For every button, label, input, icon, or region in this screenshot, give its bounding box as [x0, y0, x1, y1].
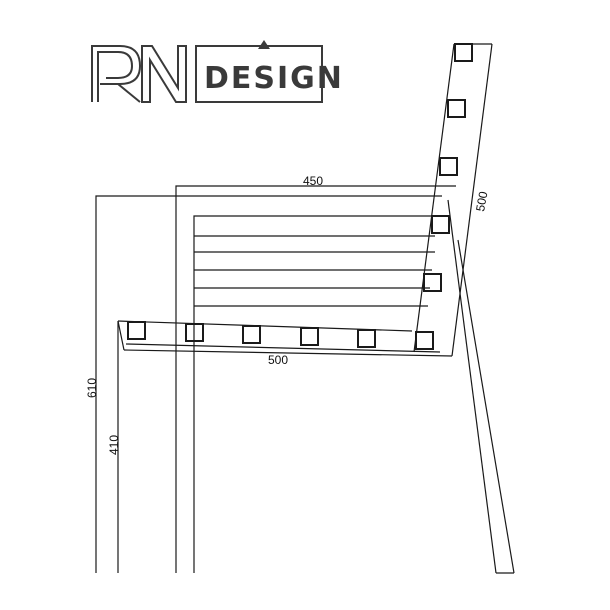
back-slat: [439, 157, 458, 176]
back-slat: [447, 99, 466, 118]
dimension-total-height: 610: [85, 378, 99, 398]
dimension-top-width: 450: [303, 174, 323, 188]
backrest-front-line: [413, 43, 455, 353]
seat-slat: [127, 321, 146, 340]
seat-slat: [415, 331, 434, 350]
logo-triangle-icon: [258, 40, 270, 49]
front-frame-outer: [95, 195, 442, 573]
rn-design-logo: [91, 40, 323, 103]
dimension-seat-height: 410: [107, 435, 121, 455]
rear-leg-front: [447, 199, 497, 574]
seat-slats: [127, 321, 434, 350]
dimension-back-length: 500: [473, 190, 490, 212]
seat-slat: [357, 329, 376, 348]
seat-slat: [242, 325, 261, 344]
logo-wordmark-box: [195, 45, 323, 103]
inner-post-inner: [193, 215, 440, 573]
seat-slat: [300, 327, 319, 346]
bench-lines: [95, 43, 515, 574]
seat-rail-bottom: [123, 349, 453, 357]
seat-underside: [125, 343, 441, 353]
seat-front-edge: [117, 320, 125, 351]
inner-post-outer: [175, 185, 456, 573]
back-slat: [454, 43, 473, 62]
backrest-back-line: [451, 43, 493, 357]
back-slat: [423, 273, 442, 292]
rear-leg-back: [457, 239, 515, 574]
back-slat: [431, 215, 450, 234]
dimension-seat-depth: 500: [268, 353, 288, 367]
logo-wordmark: DESIGN: [204, 61, 344, 96]
back-slats: [423, 43, 473, 292]
seat-slat: [185, 323, 204, 342]
logo-monogram: [91, 45, 187, 103]
